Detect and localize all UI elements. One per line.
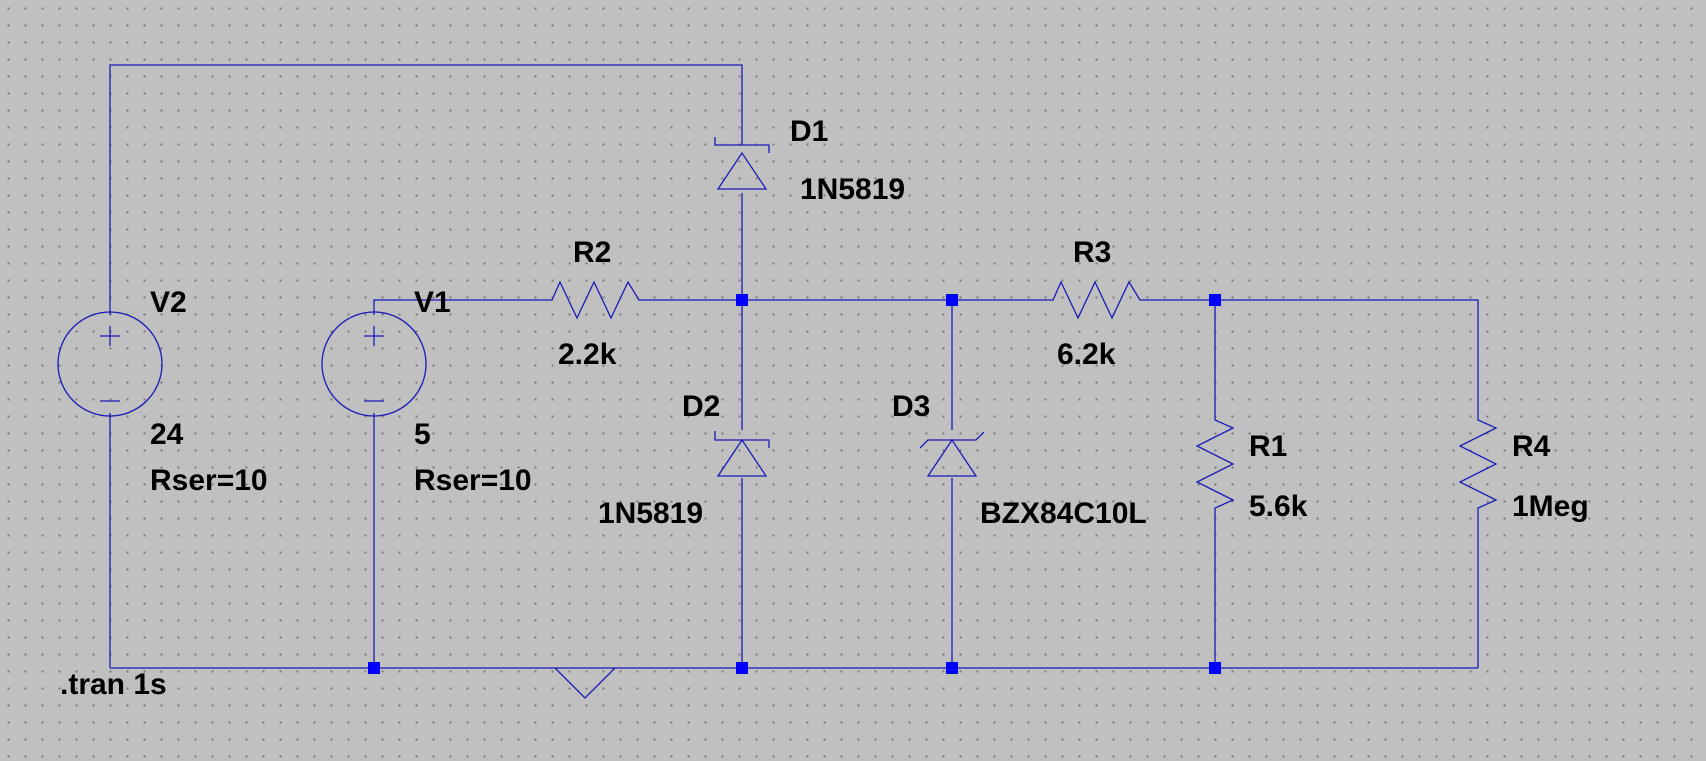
wire-v1-to-r2[interactable] bbox=[373, 299, 543, 315]
d2-model-label[interactable]: 1N5819 bbox=[598, 497, 704, 530]
junction-dot bbox=[1209, 662, 1221, 674]
wire-r3-to-loads[interactable] bbox=[1148, 299, 1479, 412]
d1-model-label[interactable]: 1N5819 bbox=[800, 173, 906, 206]
v1-value-label[interactable]: 5 bbox=[414, 418, 431, 451]
v1-name-label[interactable]: V1 bbox=[414, 286, 451, 319]
schottky-diode-d2[interactable] bbox=[714, 431, 770, 477]
r1-value-label[interactable]: 5.6k bbox=[1249, 490, 1308, 523]
d3-model-label[interactable]: BZX84C10L bbox=[980, 497, 1147, 530]
r2-value-label[interactable]: 2.2k bbox=[558, 338, 617, 371]
junction-dot bbox=[946, 662, 958, 674]
r3-name-label[interactable]: R3 bbox=[1073, 236, 1112, 269]
junction-dot bbox=[736, 294, 748, 306]
resistor-r2[interactable] bbox=[543, 280, 647, 320]
r2-name-label[interactable]: R2 bbox=[573, 236, 612, 269]
junctions bbox=[368, 294, 1221, 674]
resistor-r1[interactable] bbox=[1195, 412, 1235, 524]
schottky-diode-d1[interactable] bbox=[714, 137, 770, 190]
junction-dot bbox=[946, 294, 958, 306]
r4-value-label[interactable]: 1Meg bbox=[1512, 490, 1589, 523]
zener-diode-d3[interactable] bbox=[919, 431, 985, 477]
d1-name-label[interactable]: D1 bbox=[790, 115, 829, 148]
junction-dot bbox=[368, 662, 380, 674]
r4-name-label[interactable]: R4 bbox=[1512, 430, 1551, 463]
r1-name-label[interactable]: R1 bbox=[1249, 430, 1288, 463]
junction-dot bbox=[1209, 294, 1221, 306]
r3-value-label[interactable]: 6.2k bbox=[1057, 338, 1116, 371]
spice-directive-label[interactable]: .tran 1s bbox=[60, 668, 167, 701]
voltage-source-v1[interactable] bbox=[321, 311, 427, 417]
d2-name-label[interactable]: D2 bbox=[682, 390, 721, 423]
v1-param-label[interactable]: Rser=10 bbox=[414, 464, 532, 497]
v2-param-label[interactable]: Rser=10 bbox=[150, 464, 268, 497]
v2-name-label[interactable]: V2 bbox=[150, 286, 187, 319]
ground-symbol[interactable] bbox=[554, 667, 616, 699]
resistor-r4[interactable] bbox=[1458, 412, 1498, 524]
d3-name-label[interactable]: D3 bbox=[892, 390, 931, 423]
wire-top-loop[interactable] bbox=[109, 64, 743, 315]
wires bbox=[109, 64, 1479, 669]
resistor-r3[interactable] bbox=[1044, 280, 1148, 320]
voltage-source-v2[interactable] bbox=[57, 311, 163, 417]
junction-dot bbox=[736, 662, 748, 674]
v2-value-label[interactable]: 24 bbox=[150, 418, 184, 451]
